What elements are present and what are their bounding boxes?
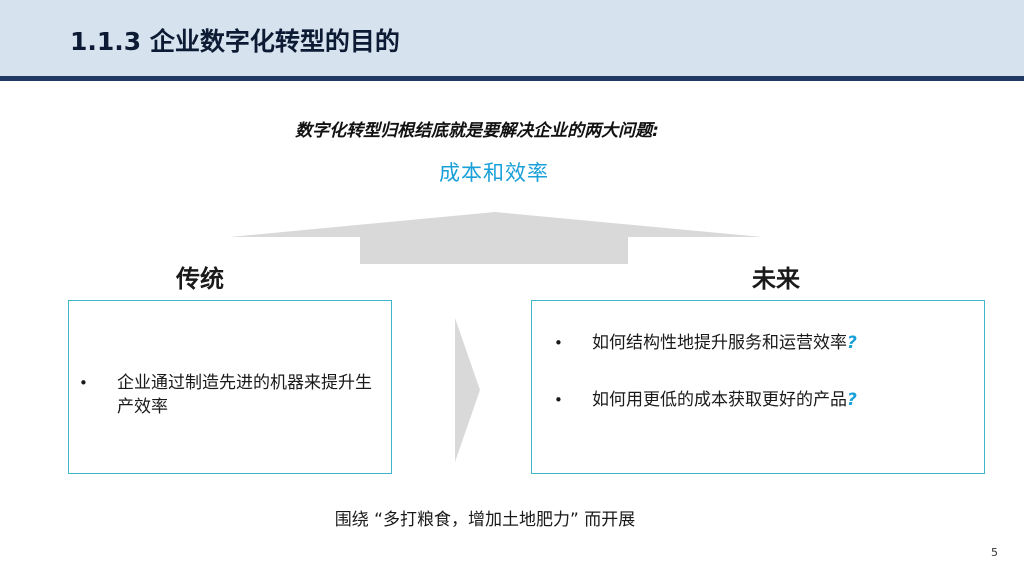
bullet-text: 企业通过制造先进的机器来提升生产效率 xyxy=(117,373,372,417)
bullet-text-body: 如何结构性地提升服务和运营效率 xyxy=(592,333,847,353)
page-title: 1.1.3 企业数字化转型的目的 xyxy=(70,27,400,56)
header-rule xyxy=(0,76,1024,81)
bullet-text-body: 如何用更低的成本获取更好的产品 xyxy=(592,390,847,410)
footer-note-text: 围绕 “多打粮食，增加土地肥力” 而开展 xyxy=(334,510,636,530)
subtitle-text: 数字化转型归根结底就是要解决企业的两大问题: xyxy=(295,121,659,141)
bullet-dot: • xyxy=(79,374,88,392)
question-mark: ? xyxy=(847,333,857,353)
upward-arrow-shape xyxy=(230,212,762,264)
bullet-dot: • xyxy=(554,334,563,352)
list-item: • 如何用更低的成本获取更好的产品? xyxy=(554,388,974,412)
future-label: 未来 xyxy=(752,265,800,293)
bullet-dot: • xyxy=(554,391,563,409)
right-chevron-shape xyxy=(455,318,480,462)
page-number: 5 xyxy=(991,546,998,559)
subtitle: 数字化转型归根结底就是要解决企业的两大问题: xyxy=(0,116,1024,141)
bullet-text: 如何结构性地提升服务和运营效率? xyxy=(592,331,974,355)
traditional-box: • 企业通过制造先进的机器来提升生产效率 xyxy=(68,300,392,474)
list-item: • 企业通过制造先进的机器来提升生产效率 xyxy=(79,371,379,419)
bullet-text: 如何用更低的成本获取更好的产品? xyxy=(592,388,974,412)
highlight-label: 成本和效率 xyxy=(439,161,549,185)
future-box: • 如何结构性地提升服务和运营效率? • 如何用更低的成本获取更好的产品? xyxy=(531,300,985,474)
footer-note: 围绕 “多打粮食，增加土地肥力” 而开展 xyxy=(0,505,1024,530)
traditional-label: 传统 xyxy=(176,265,224,293)
question-mark: ? xyxy=(847,390,857,410)
highlight-text: 成本和效率 xyxy=(0,157,1024,187)
header-band xyxy=(0,0,1024,76)
list-item: • 如何结构性地提升服务和运营效率? xyxy=(554,331,974,355)
